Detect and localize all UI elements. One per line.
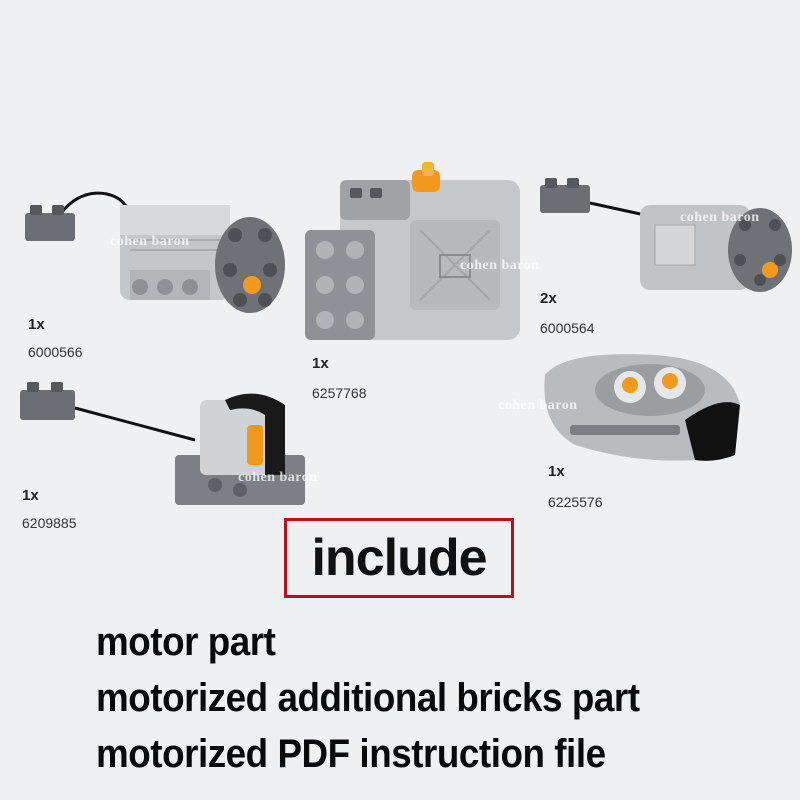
part-code: 6000564 xyxy=(540,320,595,336)
remote-illustration xyxy=(544,354,740,461)
watermark: cohen baron xyxy=(110,234,190,249)
watermark: cohen baron xyxy=(680,210,760,225)
part-quantity: 2x xyxy=(540,290,557,307)
battery-box-illustration xyxy=(305,162,520,340)
watermark: cohen baron xyxy=(460,258,540,273)
receiver-illustration xyxy=(20,382,305,505)
description-line: motorized PDF instruction file xyxy=(96,732,606,776)
part-quantity: 1x xyxy=(22,487,39,504)
include-label: include xyxy=(311,529,487,587)
include-box: include xyxy=(284,518,514,598)
description-line: motorized additional bricks part xyxy=(96,676,640,720)
xl-motor-illustration xyxy=(25,191,285,313)
description-line: motor part xyxy=(96,620,276,664)
part-code: 6209885 xyxy=(22,515,77,531)
m-motor-illustration xyxy=(540,178,792,292)
watermark: cohen baron xyxy=(498,398,578,413)
watermark: cohen baron xyxy=(238,470,318,485)
part-code: 6000566 xyxy=(28,344,83,360)
part-quantity: 1x xyxy=(312,355,329,372)
part-code: 6257768 xyxy=(312,385,367,401)
part-quantity: 1x xyxy=(548,463,565,480)
part-quantity: 1x xyxy=(28,316,45,333)
part-code: 6225576 xyxy=(548,494,603,510)
